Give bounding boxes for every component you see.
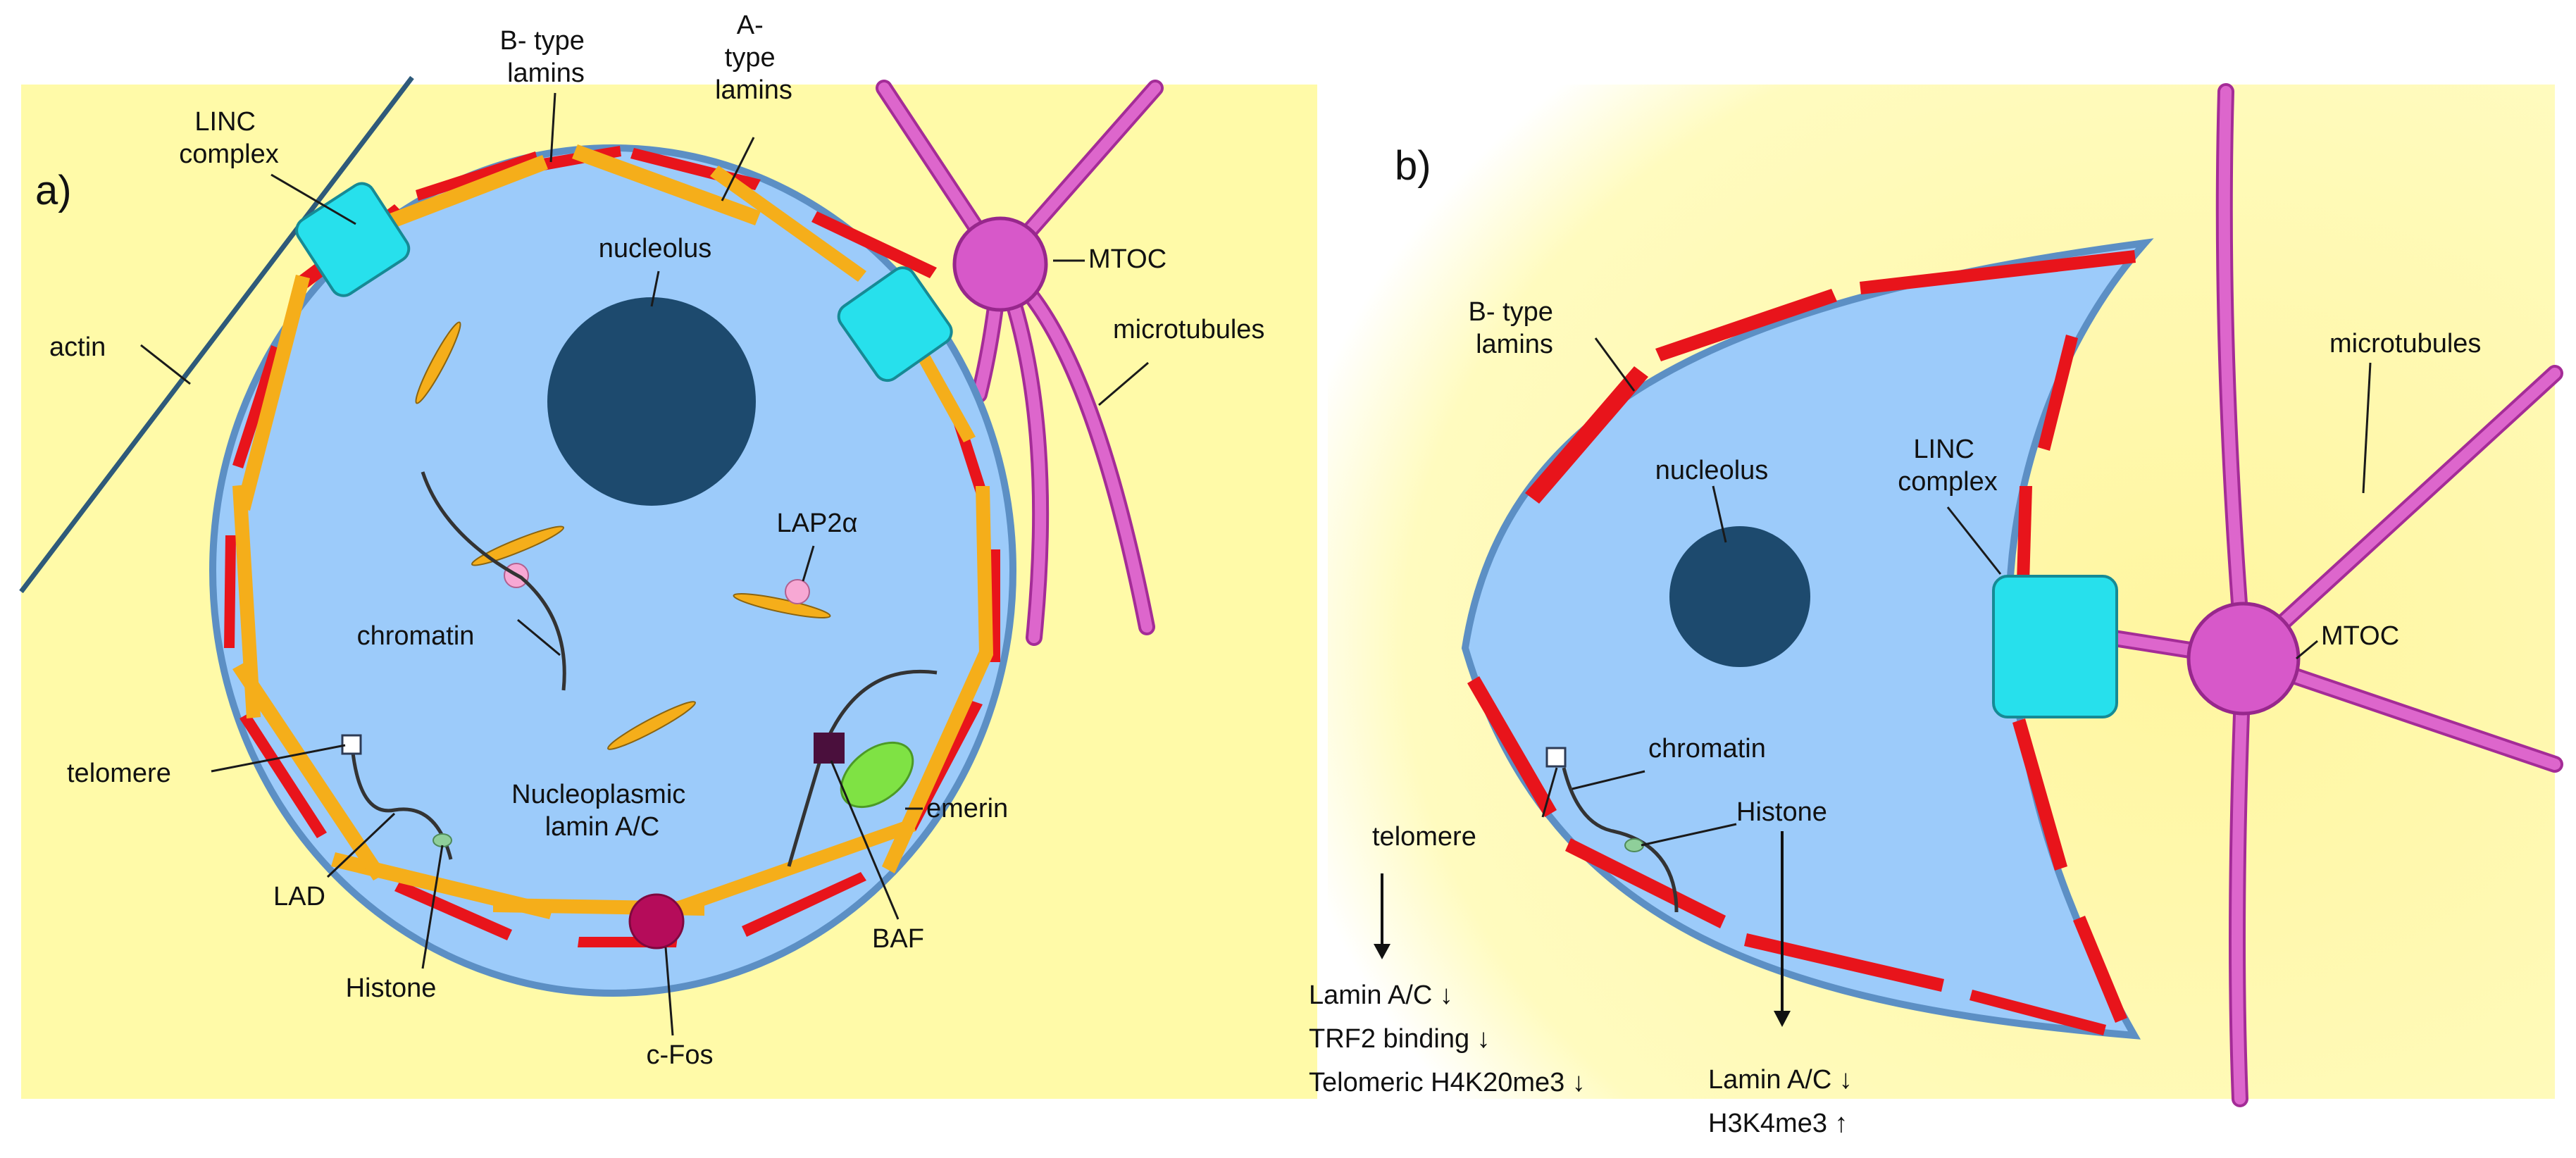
telomere-label-b: telomere [1372, 822, 1476, 852]
emerin-label-a: emerin [926, 794, 1008, 823]
microtubules-b [2101, 83, 2563, 1107]
telomere-label-a: telomere [67, 759, 171, 788]
baf-protein [814, 733, 845, 764]
nucleoplasmic-lamin-rods-a [415, 321, 831, 750]
telomere-effects-list: Lamin A/C ↓ TRF2 binding ↓ Telomeric H4K… [1309, 980, 1586, 1097]
histone-b [1624, 838, 1644, 852]
linc-complex-a-left [295, 182, 411, 297]
cfos-label-a: c-Fos [647, 1040, 714, 1070]
nucleolus-label-a: nucleolus [599, 234, 712, 263]
lap2a-label-a: LAP2α [777, 509, 858, 538]
chromatin-strand-lad-a [350, 746, 453, 860]
linc-complex-a-right [837, 266, 953, 382]
panel-a: a) B- type lamins A- type lamins LINC co… [19, 11, 1317, 1099]
chromatin-strand-b [1562, 767, 1679, 913]
cfos-protein [628, 893, 685, 950]
nucleoplasmic-lamin-label-a: Nucleoplasmic lamin A/C [511, 780, 693, 842]
pointers-a [140, 92, 1149, 1036]
telomere-effect-3: Telomeric H4K20me3 ↓ [1309, 1068, 1586, 1097]
mtoc-label-a: MTOC [1088, 244, 1166, 274]
lap2a-protein-2 [785, 579, 810, 604]
histone-effects-list: Lamin A/C ↓ H3K4me3 ↑ [1708, 1065, 1860, 1138]
microtubules-label-a: microtubules [1113, 315, 1264, 344]
linc-complex-label-a: LINC complex [179, 107, 279, 169]
a-type-lamins-label-a: A- type lamins [715, 11, 792, 105]
actin-label-a: actin [49, 332, 106, 362]
microtubules-label-b: microtubules [2329, 329, 2481, 359]
telomere-b [1545, 747, 1567, 768]
histone-effect-1: Lamin A/C ↓ [1708, 1065, 1853, 1095]
baf-label-a: BAF [872, 924, 924, 954]
telomere-effect-2: TRF2 binding ↓ [1309, 1024, 1491, 1054]
panel-b: b) B- type lamins nucleolus LINC complex… [1309, 83, 2563, 1138]
histone-a [433, 833, 452, 847]
mtoc-label-b: MTOC [2321, 621, 2399, 651]
actin-filament [19, 75, 414, 594]
histone-label-a: Histone [346, 973, 437, 1003]
mtoc-a [952, 216, 1048, 312]
panel-b-label: b) [1395, 143, 1431, 189]
histone-label-b: Histone [1736, 797, 1827, 827]
histone-effect-2: H3K4me3 ↑ [1708, 1109, 1848, 1138]
mtoc-b [2186, 602, 2301, 716]
chromatin-strand-a [421, 471, 566, 691]
telomere-effect-arrowhead [1374, 944, 1390, 959]
nucleolus-label-b: nucleolus [1655, 456, 1769, 485]
linc-complex-label-b: LINC complex [1898, 435, 1998, 497]
b-type-lamins-label-a: B- type lamins [500, 26, 592, 88]
lad-label-a: LAD [273, 882, 325, 911]
nucleolus-a [547, 297, 756, 506]
panel-a-label: a) [35, 168, 72, 213]
nucleolus-b [1669, 526, 1810, 667]
telomere-a [341, 734, 362, 755]
a-type-lamins-a [232, 144, 993, 919]
chromatin-label-a: chromatin [357, 621, 475, 651]
telomere-effect-1: Lamin A/C ↓ [1309, 980, 1453, 1010]
emerin-protein [840, 741, 914, 809]
pointers-b [1541, 337, 2372, 847]
b-type-lamins-b [1467, 250, 2136, 1035]
b-type-lamins-label-b: B- type lamins [1469, 297, 1561, 359]
chromatin-label-b: chromatin [1648, 734, 1766, 764]
histone-effect-arrowhead [1774, 1011, 1791, 1027]
linc-complex-b [1992, 575, 2118, 718]
